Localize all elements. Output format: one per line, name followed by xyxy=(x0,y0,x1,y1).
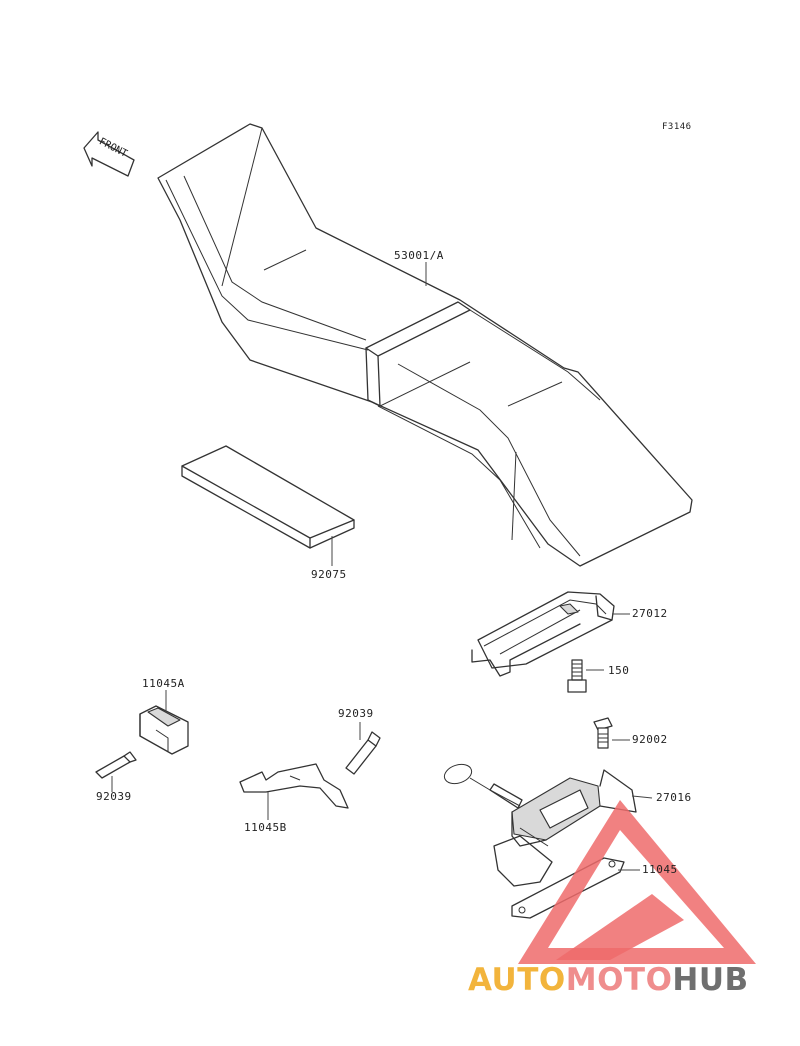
bolt-150 xyxy=(567,659,587,693)
part-label-pin-right: 92039 xyxy=(338,707,374,720)
part-label-link-b: 11045B xyxy=(244,821,287,834)
part-label-lock: 27016 xyxy=(656,791,692,804)
watermark-moto: MOTO xyxy=(565,962,673,998)
part-label-bolt2: 92002 xyxy=(632,733,668,746)
bracket-27012 xyxy=(471,591,615,677)
link-11045b xyxy=(239,731,381,809)
watermark-logo: AUTOMOTOHUB xyxy=(468,962,749,998)
watermark-auto: AUTO xyxy=(468,962,566,998)
watermark-hub: HUB xyxy=(672,962,749,998)
plate-11045 xyxy=(511,857,625,919)
lock-27016 xyxy=(443,763,637,887)
front-arrow-icon: FRONT xyxy=(83,131,135,177)
part-label-plate: 11045 xyxy=(642,863,678,876)
cap-11045a xyxy=(139,705,189,755)
part-label-pad: 92075 xyxy=(311,568,347,581)
watermark-triangle-icon xyxy=(518,800,756,964)
part-label-seat: 53001/A xyxy=(394,249,444,262)
part-label-pin-left: 92039 xyxy=(96,790,132,803)
front-arrow-label: FRONT xyxy=(97,136,129,159)
diagram-code: F3146 xyxy=(662,122,692,132)
seat-53001a xyxy=(157,123,693,567)
pin-92039-left xyxy=(95,751,137,779)
pad-92075 xyxy=(181,445,355,549)
part-label-cap-a: 11045A xyxy=(142,677,185,690)
bolt-92002 xyxy=(593,717,613,749)
part-label-bracket: 27012 xyxy=(632,607,668,620)
part-label-bolt: 150 xyxy=(608,664,630,677)
leader-lines xyxy=(111,262,653,871)
